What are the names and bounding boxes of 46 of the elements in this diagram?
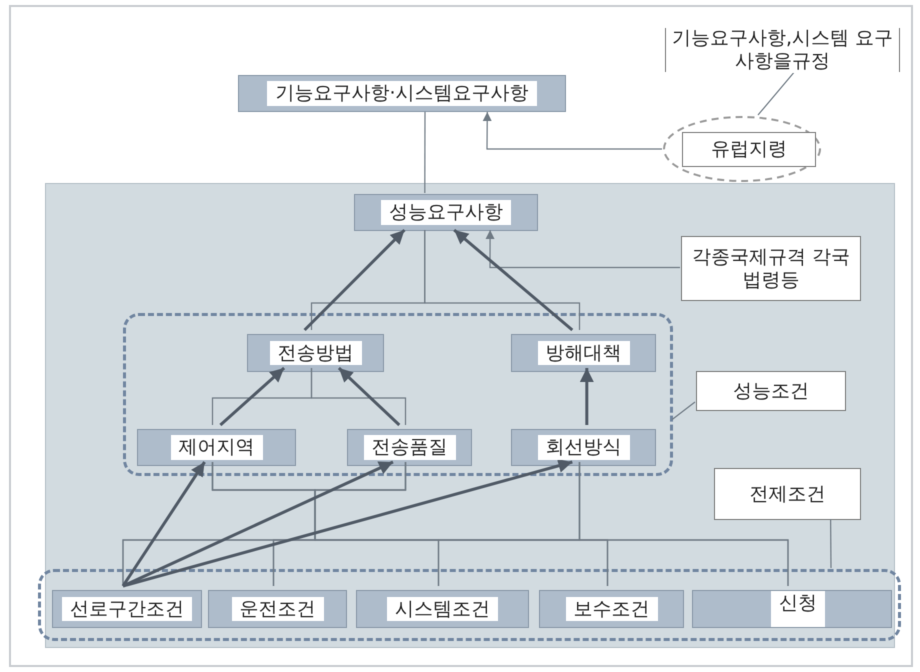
process-box bbox=[539, 590, 684, 628]
box-label: 신청 bbox=[771, 591, 825, 627]
process-box bbox=[247, 334, 384, 372]
box-label: 선로구간조건 bbox=[62, 596, 192, 622]
arrow bbox=[338, 366, 400, 426]
box-label: 운전조건 bbox=[232, 596, 324, 622]
callout-bubble bbox=[696, 371, 846, 411]
box-label: 회선방식 bbox=[538, 435, 630, 460]
callout-text: 기능요구사항,시스템 요구사항을규정 bbox=[666, 27, 899, 73]
callout-bubble bbox=[714, 468, 861, 520]
box-label: 제어지역 bbox=[170, 435, 262, 460]
box-label: 방해대책 bbox=[538, 340, 630, 366]
box-label: 기능요구사항·시스템요구사항 bbox=[267, 81, 537, 106]
process-box bbox=[511, 334, 656, 372]
connector-line bbox=[758, 72, 795, 116]
arrow bbox=[453, 228, 574, 332]
process-box bbox=[52, 590, 202, 628]
process-box bbox=[692, 590, 892, 628]
process-box bbox=[356, 590, 529, 628]
connector-line bbox=[830, 519, 832, 568]
arrow bbox=[122, 461, 206, 587]
process-box bbox=[347, 429, 472, 466]
arrow bbox=[580, 368, 594, 425]
arrow bbox=[486, 230, 680, 268]
box-label: 보수조건 bbox=[566, 596, 658, 622]
arrow bbox=[304, 228, 406, 332]
connector-line bbox=[424, 230, 580, 330]
box-label: 시스템조건 bbox=[387, 596, 498, 622]
dashed-group bbox=[123, 313, 673, 476]
dashed-ellipse bbox=[662, 115, 822, 183]
callout-bubble bbox=[681, 236, 861, 301]
process-box bbox=[511, 429, 656, 466]
connector-line bbox=[578, 462, 789, 586]
connector-line bbox=[672, 402, 696, 420]
dashed-group bbox=[38, 569, 901, 641]
box-label: 전송방법 bbox=[270, 340, 362, 366]
process-box bbox=[354, 194, 538, 231]
connector-line bbox=[424, 112, 426, 193]
process-box bbox=[208, 590, 347, 628]
arrow bbox=[219, 366, 286, 426]
process-box bbox=[238, 75, 566, 112]
box-label: 성능요구사항 bbox=[381, 200, 511, 225]
connector-line bbox=[310, 368, 406, 425]
process-box bbox=[137, 429, 296, 466]
arrow bbox=[482, 112, 662, 150]
box-label: 전송품질 bbox=[364, 435, 456, 460]
